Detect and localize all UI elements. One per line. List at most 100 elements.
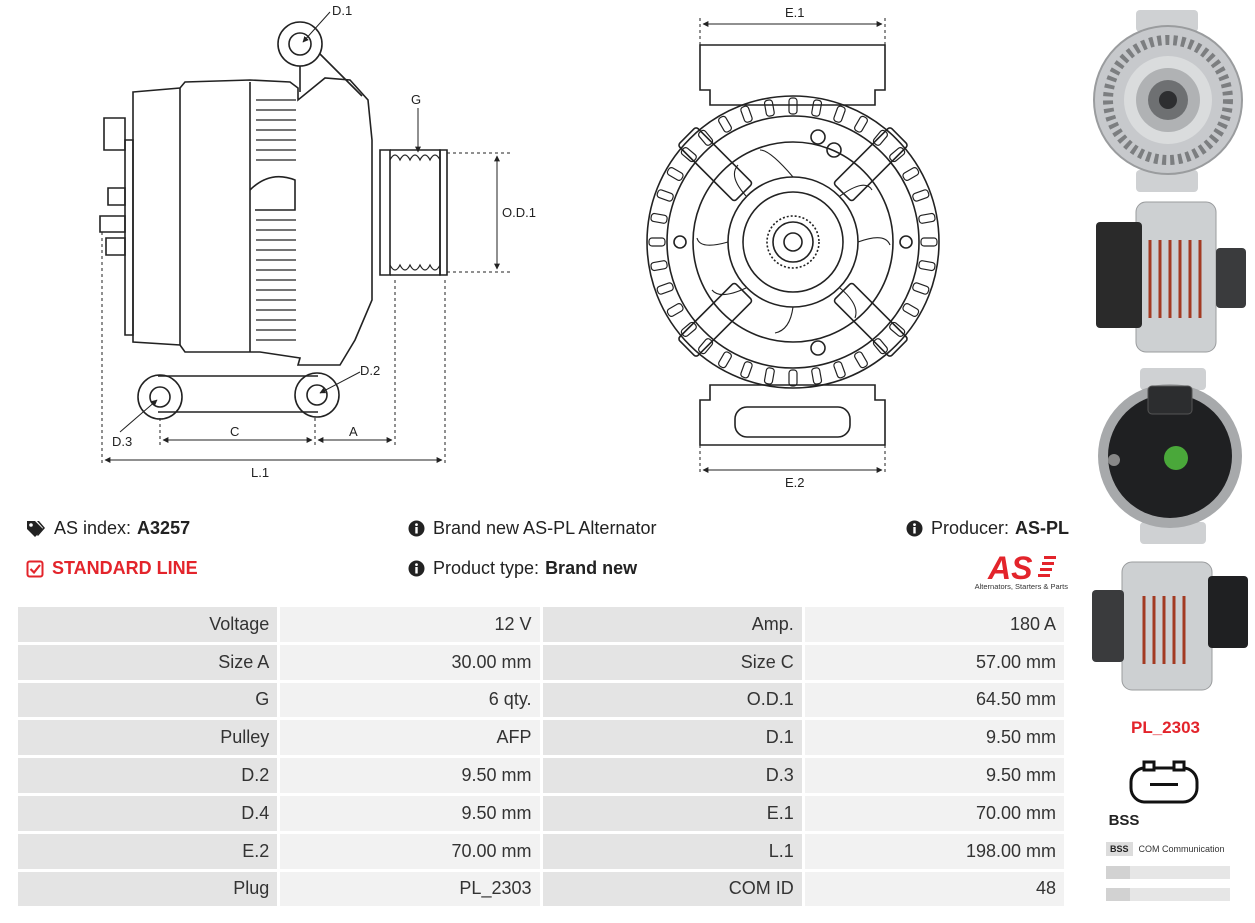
info-circle-icon (408, 520, 425, 537)
spec-label: D.4 (18, 795, 278, 831)
spec-label: D.1 (542, 720, 802, 756)
spec-value: 70.00 mm (804, 795, 1064, 831)
vent-slot (902, 303, 920, 317)
dim-d2-label: D.2 (360, 363, 380, 378)
spec-value: 9.50 mm (804, 758, 1064, 793)
spec-value: 48 (804, 871, 1064, 907)
info-circle-icon (906, 520, 923, 537)
vent-slot (740, 361, 753, 379)
spec-value: 9.50 mm (280, 795, 540, 831)
vent-slot (811, 99, 823, 117)
producer: Producer: AS-PL (906, 518, 1069, 539)
vent-slot (872, 129, 888, 146)
spec-label: Size A (18, 644, 278, 680)
vent-slot (740, 105, 753, 123)
vent-slot (763, 367, 775, 385)
spec-label: Size C (542, 644, 802, 680)
vent-slot (648, 237, 666, 247)
vent-slot (833, 361, 846, 379)
vent-slot (666, 303, 684, 317)
plug-connector-icon (1129, 760, 1199, 804)
dim-g-label: G (411, 92, 421, 107)
description: Brand new AS-PL Alternator (408, 518, 656, 539)
spec-label: L.1 (542, 833, 802, 869)
spec-label: Amp. (542, 607, 802, 642)
as-index: AS index: A3257 (26, 518, 190, 539)
vent-slot (920, 237, 938, 247)
description-text: Brand new AS-PL Alternator (433, 518, 657, 538)
spec-label: E.1 (542, 795, 802, 831)
vent-slot (650, 260, 668, 272)
photo-side-2 (1092, 561, 1248, 691)
vent-slot (833, 105, 846, 123)
com-bar (1106, 866, 1230, 879)
vent-slot (680, 321, 697, 337)
product-type: Product type: Brand new (408, 558, 637, 579)
vent-slot (666, 167, 684, 181)
com-bar (1106, 888, 1230, 901)
spec-value: 12 V (280, 607, 540, 642)
vent-slot (902, 167, 920, 181)
vent-slot (650, 212, 668, 224)
photo-side (1096, 201, 1246, 353)
product-type-label: Product type: (433, 558, 540, 578)
spec-label: COM ID (542, 871, 802, 907)
vent-slot (698, 129, 714, 146)
as-index-value: A3257 (137, 518, 191, 538)
spec-label: Voltage (18, 607, 278, 642)
producer-value: AS-PL (1015, 518, 1070, 538)
vent-slot (918, 212, 936, 224)
plug-code: BSS (1108, 812, 1140, 829)
vent-slot (788, 369, 798, 387)
spec-value: 57.00 mm (804, 644, 1064, 680)
product-line-label: STANDARD LINE (52, 558, 198, 578)
com-row: BSS COM Communication (1106, 842, 1230, 856)
vent-slot (656, 282, 674, 295)
photo-rear (1098, 368, 1242, 544)
tags-icon (27, 520, 45, 537)
dim-d3-label: D.3 (112, 434, 132, 449)
product-photos (1092, 10, 1248, 691)
vent-slot (854, 115, 868, 133)
dim-c-label: C (230, 424, 239, 439)
as-pl-logo: AS (987, 550, 1056, 586)
info-circle-icon (408, 560, 425, 577)
vent-slot (912, 189, 930, 202)
spec-value: 6 qty. (280, 682, 540, 718)
spec-label: D.2 (18, 758, 278, 793)
spec-label: Pulley (18, 720, 278, 756)
vent-slot (680, 147, 697, 163)
product-type-value: Brand new (545, 558, 638, 578)
logo-mark: AS (987, 550, 1033, 586)
spec-value: 64.50 mm (804, 682, 1064, 718)
check-square-icon (26, 560, 44, 577)
photo-front (1093, 10, 1243, 192)
spec-value: 180 A (804, 607, 1064, 642)
vent-slot (698, 338, 714, 355)
dim-e2-label: E.2 (785, 475, 805, 490)
spec-value: 198.00 mm (804, 833, 1064, 869)
producer-label: Producer: (931, 518, 1010, 538)
vent-slot (918, 260, 936, 272)
spec-value: 30.00 mm (280, 644, 540, 680)
com-code: BSS (1106, 842, 1133, 856)
dim-a-label: A (349, 424, 358, 439)
vent-slot (889, 147, 906, 163)
spec-value: AFP (280, 720, 540, 756)
vent-slot (872, 338, 888, 355)
vent-slot (763, 99, 775, 117)
spec-value: 9.50 mm (280, 758, 540, 793)
vent-slot (656, 189, 674, 202)
dim-l1-label: L.1 (251, 465, 269, 480)
product-line: STANDARD LINE (26, 558, 198, 579)
vent-slot (718, 115, 732, 133)
spec-value: PL_2303 (280, 871, 540, 907)
